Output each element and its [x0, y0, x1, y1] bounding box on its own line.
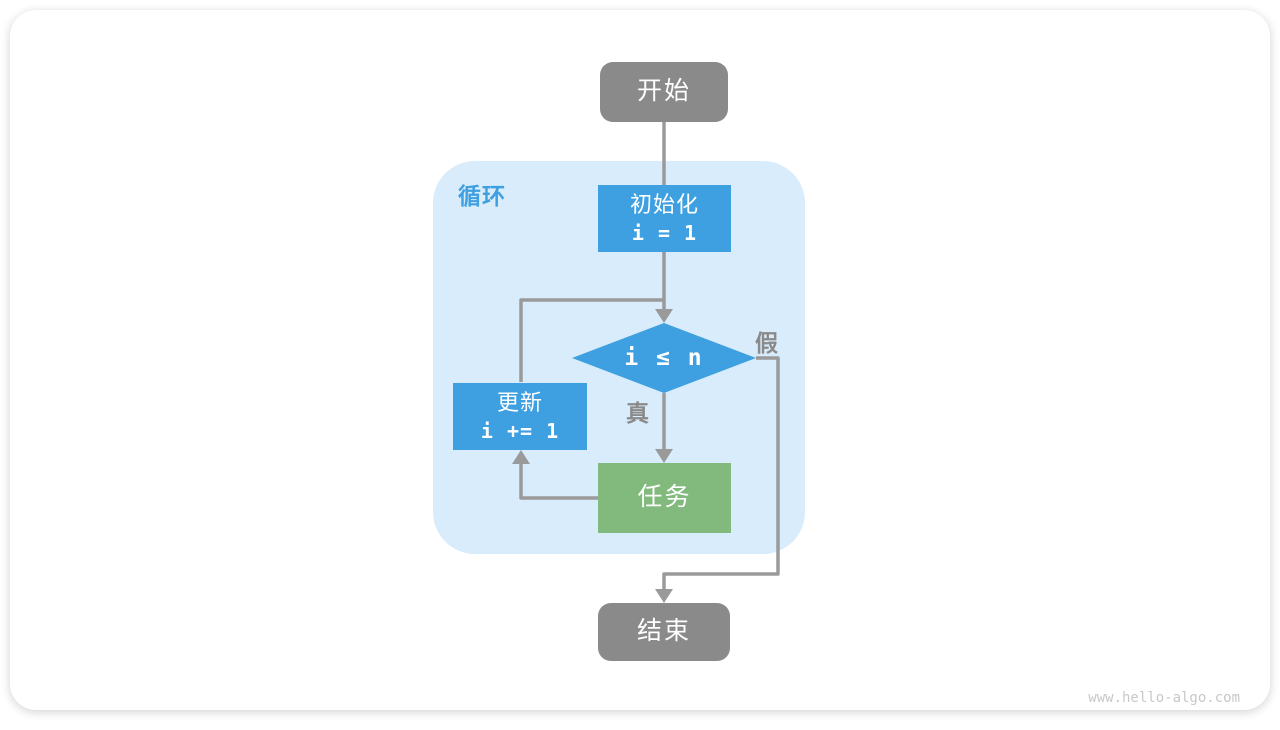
- arrowhead-update-icon: [512, 450, 530, 464]
- page-card: 循环 开始 初始化 i = 1 i ≤ n 真 假 更新 i += 1: [10, 10, 1270, 710]
- edge-task-to-update: [519, 464, 599, 500]
- arrowhead-task-icon: [655, 449, 673, 463]
- branch-false-label: 假: [755, 330, 778, 356]
- flowchart-canvas: 循环 开始 初始化 i = 1 i ≤ n 真 假 更新 i += 1: [10, 10, 1280, 730]
- start-node-label: 开始: [636, 77, 691, 106]
- update-node-title: 更新: [496, 390, 543, 416]
- watermark: www.hello-algo.com: [1088, 690, 1240, 706]
- edge-false-to-end: [662, 356, 780, 591]
- loop-label: 循环: [458, 183, 506, 209]
- task-node: 任务: [598, 463, 731, 533]
- init-node: 初始化 i = 1: [598, 185, 731, 252]
- end-node-label: 结束: [636, 617, 691, 646]
- condition-node-label: i ≤ n: [624, 345, 704, 371]
- connector-lines: [512, 122, 780, 603]
- branch-true-label: 真: [626, 400, 649, 426]
- arrowhead-condition-icon: [655, 309, 673, 323]
- arrowhead-end-icon: [655, 589, 673, 603]
- edge-update-loopback: [519, 298, 664, 382]
- start-node: 开始: [600, 62, 728, 122]
- update-node-code: i += 1: [480, 418, 560, 443]
- init-node-title: 初始化: [629, 192, 699, 218]
- init-node-code: i = 1: [631, 220, 698, 245]
- end-node: 结束: [598, 603, 730, 661]
- update-node: 更新 i += 1: [453, 383, 587, 450]
- task-node-label: 任务: [637, 483, 692, 512]
